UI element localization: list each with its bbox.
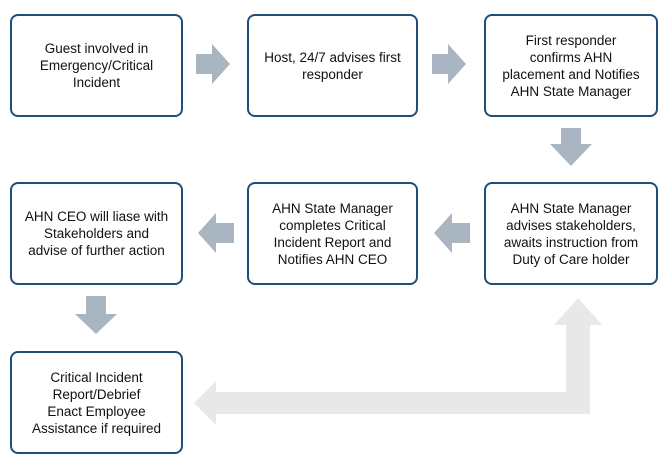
step-box-state-manager-advises: AHN State Manager advises stakeholders, … xyxy=(484,182,658,285)
step-box-host-advises: Host, 24/7 advises first responder xyxy=(247,14,418,117)
step-text: AHN State Manager advises stakeholders, … xyxy=(503,200,639,267)
arrow-down-1-icon xyxy=(550,128,592,166)
arrow-left-2-icon xyxy=(198,213,234,253)
step-text: Critical Incident Report/Debrief Enact E… xyxy=(31,369,162,436)
arrow-left-1-icon xyxy=(434,213,470,253)
arrow-right-1-icon xyxy=(196,44,230,84)
step-text: Guest involved in Emergency/Critical Inc… xyxy=(39,41,154,90)
step-box-first-responder: First responder confirms AHN placement a… xyxy=(484,14,658,117)
step-text: First responder confirms AHN placement a… xyxy=(502,32,640,99)
arrow-right-2-icon xyxy=(432,44,466,84)
step-box-state-manager-report: AHN State Manager completes Critical Inc… xyxy=(247,182,418,285)
step-text: AHN CEO will liase with Stakeholders and… xyxy=(24,209,169,258)
step-text: Host, 24/7 advises first responder xyxy=(264,49,401,82)
return-connector-arrow-icon xyxy=(194,298,602,425)
step-box-ceo-liaise: AHN CEO will liase with Stakeholders and… xyxy=(10,182,183,285)
arrow-down-2-icon xyxy=(75,296,117,334)
step-box-guest-incident: Guest involved in Emergency/Critical Inc… xyxy=(10,14,183,117)
step-text: AHN State Manager completes Critical Inc… xyxy=(272,200,393,267)
step-box-debrief: Critical Incident Report/Debrief Enact E… xyxy=(10,351,183,454)
